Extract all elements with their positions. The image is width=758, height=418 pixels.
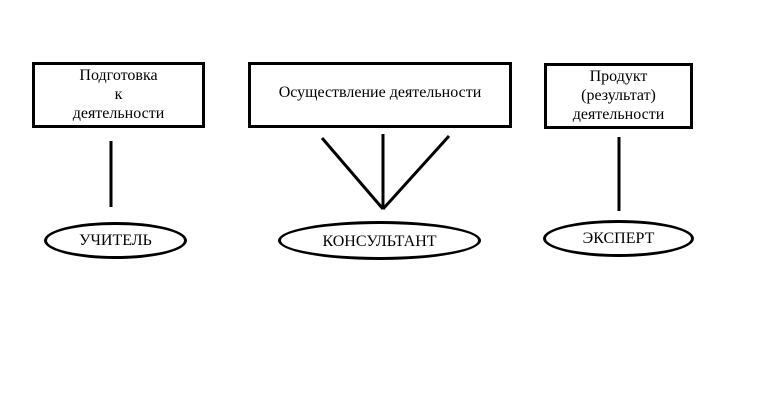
preparation-line-3: деятельности [72, 105, 165, 122]
product-box: Продукт (результат) деятельности [544, 63, 693, 129]
preparation-box: Подготовка к деятельности [32, 62, 205, 128]
connector-activity-consultant-right [381, 134, 451, 211]
preparation-box-text: Подготовка к деятельности [73, 66, 165, 123]
product-line-3: деятельности [572, 106, 665, 123]
consultant-label: КОНСУЛЬТАНТ [322, 232, 437, 250]
product-box-text: Продукт (результат) деятельности [573, 67, 665, 124]
activity-line-1: Осуществление деятельности [278, 84, 482, 101]
consultant-oval: КОНСУЛЬТАНТ [278, 221, 481, 260]
product-line-1: Продукт [589, 68, 648, 85]
teacher-oval: УЧИТЕЛЬ [44, 222, 187, 259]
expert-label: ЭКСПЕРТ [582, 229, 655, 247]
preparation-line-2: к [114, 86, 123, 103]
activity-box: Осуществление деятельности [248, 62, 512, 128]
product-line-2: (результат) [581, 87, 656, 104]
teacher-label: УЧИТЕЛЬ [79, 232, 152, 249]
expert-oval: ЭКСПЕРТ [543, 220, 694, 257]
activity-box-text: Осуществление деятельности [279, 83, 482, 102]
preparation-line-1: Подготовка [79, 67, 158, 84]
connector-activity-consultant-left [320, 137, 385, 210]
